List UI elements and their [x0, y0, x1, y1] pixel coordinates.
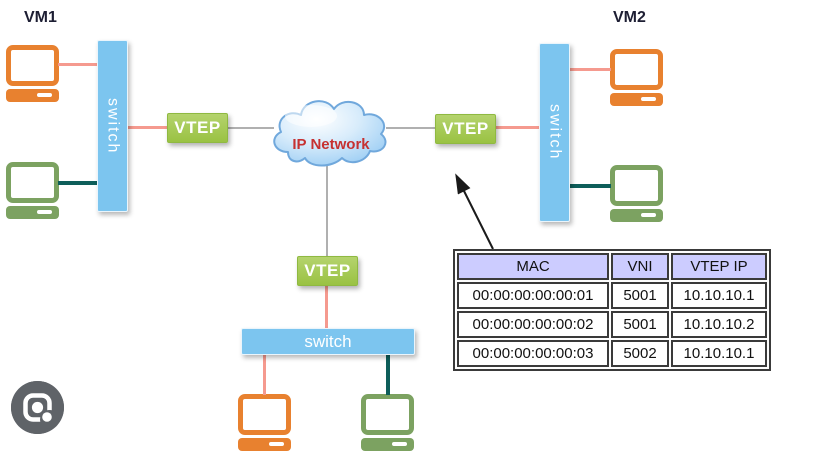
col-header-vni: VNI [611, 253, 669, 280]
link-teal-vm1-switch [58, 181, 98, 185]
vtep-box-left: VTEP [167, 113, 228, 143]
computer-icon [610, 165, 663, 222]
cell-vtep-ip: 10.10.10.2 [671, 311, 767, 338]
link-pink-switch-vtep-left [128, 126, 168, 129]
table-row: 00:00:00:00:00:01 5001 10.10.10.1 [457, 282, 767, 309]
computer-icon [6, 162, 59, 219]
switch-left-label: switch [104, 97, 122, 155]
link-gray-vtep-cloud-left [227, 127, 274, 129]
annotation-arrow-icon [455, 173, 494, 250]
cell-vni: 5001 [611, 282, 669, 309]
switch-right-label: switch [546, 104, 564, 161]
google-lens-icon [11, 381, 64, 434]
link-gray-cloud-vtep-right [386, 127, 436, 129]
vm2-label: VM2 [613, 9, 646, 26]
switch-bottom: switch [241, 328, 415, 355]
network-cloud-icon [273, 100, 387, 167]
vtep-box-bottom: VTEP [297, 256, 358, 286]
link-pink-vtep-switch-bottom [325, 285, 328, 329]
table-header-row: MAC VNI VTEP IP [457, 253, 767, 280]
link-pink-switch-pc-bottom [263, 354, 266, 395]
col-header-vtep-ip: VTEP IP [671, 253, 767, 280]
cell-mac: 00:00:00:00:00:01 [457, 282, 609, 309]
cell-mac: 00:00:00:00:00:02 [457, 311, 609, 338]
switch-right: switch [539, 43, 570, 222]
cloud-label: IP Network [292, 136, 370, 153]
computer-icon [238, 394, 291, 451]
computer-icon [6, 45, 59, 102]
link-pink-vm1-switch [58, 63, 98, 66]
link-teal-switch-pc-bottom [386, 354, 390, 395]
link-pink-switch-vm2 [570, 68, 611, 71]
link-pink-vtep-switch-right [496, 126, 540, 129]
switch-bottom-label: switch [304, 331, 352, 351]
cell-vtep-ip: 10.10.10.1 [671, 282, 767, 309]
cell-vtep-ip: 10.10.10.1 [671, 340, 767, 367]
cell-vni: 5001 [611, 311, 669, 338]
vxlan-mapping-table: MAC VNI VTEP IP 00:00:00:00:00:01 5001 1… [453, 249, 771, 371]
google-lens-button[interactable] [11, 381, 64, 434]
computer-icon [610, 49, 663, 106]
computer-icon [361, 394, 414, 451]
col-header-mac: MAC [457, 253, 609, 280]
vtep-box-right: VTEP [435, 114, 496, 144]
cell-vni: 5002 [611, 340, 669, 367]
cell-mac: 00:00:00:00:00:03 [457, 340, 609, 367]
table-row: 00:00:00:00:00:03 5002 10.10.10.1 [457, 340, 767, 367]
vm1-label: VM1 [24, 9, 57, 26]
switch-left: switch [97, 40, 128, 212]
link-gray-cloud-vtep-bottom [326, 166, 328, 257]
table-row: 00:00:00:00:00:02 5001 10.10.10.2 [457, 311, 767, 338]
link-teal-switch-vm2 [570, 184, 611, 188]
